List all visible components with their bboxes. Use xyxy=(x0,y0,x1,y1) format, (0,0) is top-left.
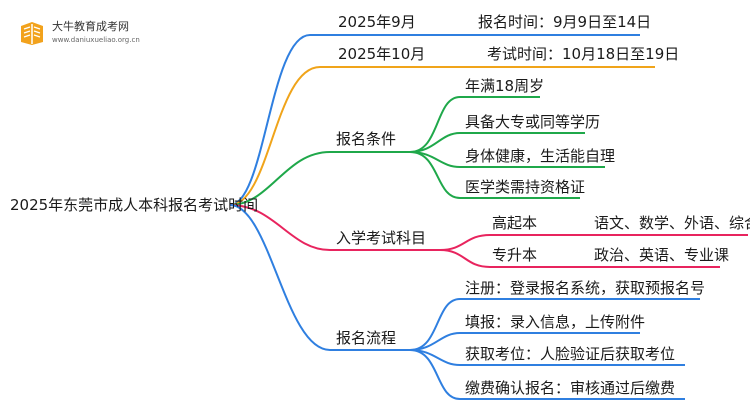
condition-item: 年满18周岁 xyxy=(465,77,545,95)
connector-conditions xyxy=(229,151,410,206)
branch-sep-detail: 报名时间：9月9日至14日 xyxy=(478,13,652,31)
process-step: 获取考位：人脸验证后获取考位 xyxy=(465,345,676,363)
process-step: 注册：登录报名系统，获取预报名号 xyxy=(465,279,706,297)
condition-item: 具备大专或同等学历 xyxy=(465,113,601,131)
connector-oct xyxy=(229,66,655,206)
logo-url: www.daniuxueliao.org.cn xyxy=(52,36,140,44)
book-logo-icon xyxy=(21,22,43,45)
root-topic: 2025年东莞市成人本科报名考试时间 xyxy=(10,196,259,214)
connector-proc-2 xyxy=(409,332,640,351)
connector-cond-2 xyxy=(409,132,585,153)
connector-subjects xyxy=(229,204,440,251)
site-logo[interactable]: 大牛教育成考网 www.daniuxueliao.org.cn xyxy=(12,16,142,50)
subject-list: 政治、英语、专业课 xyxy=(594,246,730,264)
subject-level: 高起本 xyxy=(492,214,538,232)
connector-proc-4 xyxy=(409,349,685,400)
subject-list: 语文、数学、外语、综合 xyxy=(594,214,750,232)
branch-conditions-label: 报名条件 xyxy=(336,130,397,148)
connector-cond-1 xyxy=(409,96,540,153)
branch-sep-label: 2025年9月 xyxy=(338,13,416,31)
branch-oct-detail: 考试时间：10月18日至19日 xyxy=(487,45,680,63)
connector-cond-4 xyxy=(409,151,580,199)
logo-title: 大牛教育成考网 xyxy=(52,20,129,33)
connector-subj-1 xyxy=(439,234,748,251)
connector-proc-1 xyxy=(409,298,700,351)
branch-process-label: 报名流程 xyxy=(336,329,397,347)
process-step: 填报：录入信息，上传附件 xyxy=(465,313,646,331)
branch-oct-label: 2025年10月 xyxy=(338,45,426,63)
subject-level: 专升本 xyxy=(492,246,538,264)
connector-subj-2 xyxy=(439,249,720,268)
branch-subjects-label: 入学考试科目 xyxy=(336,229,427,247)
condition-item: 身体健康，生活能自理 xyxy=(465,147,616,165)
condition-item: 医学类需持资格证 xyxy=(465,178,586,196)
connector-process xyxy=(229,204,410,351)
process-step: 缴费确认报名：审核通过后缴费 xyxy=(465,379,676,397)
connector-sep xyxy=(229,34,640,206)
